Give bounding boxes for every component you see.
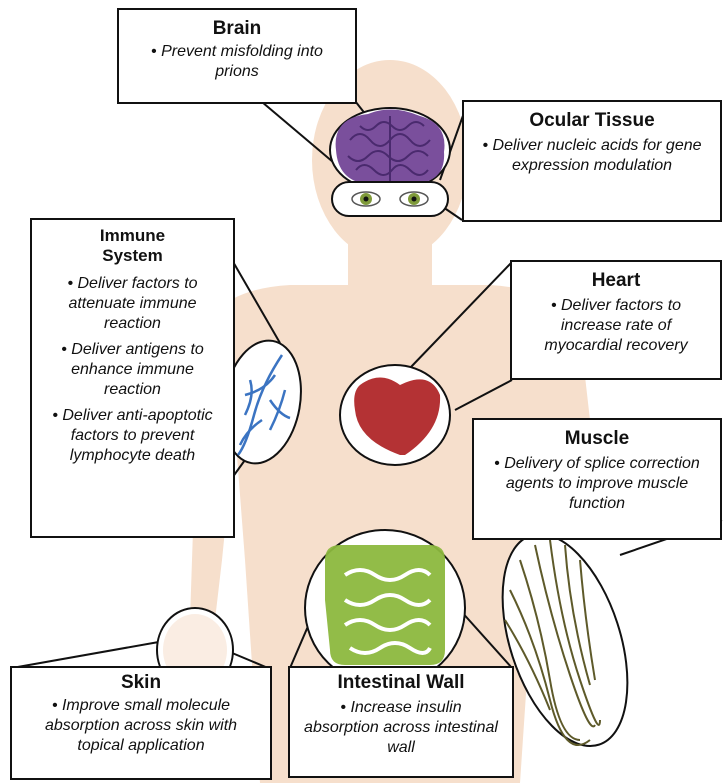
heart-inset <box>340 365 450 465</box>
eyes-inset <box>332 182 448 216</box>
muscle-item-1: • Delivery of splice correction agents t… <box>474 450 720 514</box>
immune-title: Immune System <box>32 226 233 266</box>
ocular-title: Ocular Tissue <box>464 110 720 132</box>
immune-callout: Immune System • Deliver factors to atten… <box>30 218 235 538</box>
intestinal-callout: Intestinal Wall • Increase insulin absor… <box>288 666 514 778</box>
heart-title: Heart <box>512 270 720 292</box>
immune-item-1: • Deliver factors to attenuate immune re… <box>32 266 233 334</box>
skin-title: Skin <box>12 672 270 694</box>
muscle-title: Muscle <box>474 428 720 450</box>
ocular-item-1: • Deliver nucleic acids for gene express… <box>464 132 720 176</box>
brain-item-1: • Prevent misfolding into prions <box>119 40 355 82</box>
heart-callout: Heart • Deliver factors to increase rate… <box>510 260 722 380</box>
intestinal-title: Intestinal Wall <box>290 672 512 694</box>
brain-inset <box>330 108 450 192</box>
muscle-callout: Muscle • Delivery of splice correction a… <box>472 418 722 540</box>
brain-title: Brain <box>119 18 355 40</box>
heart-item-1: • Deliver factors to increase rate of my… <box>512 292 720 356</box>
intestine-inset <box>305 530 465 686</box>
brain-callout: Brain • Prevent misfolding into prions <box>117 8 357 104</box>
skin-callout: Skin • Improve small molecule absorption… <box>10 666 272 780</box>
immune-item-3: • Deliver anti-apoptotic factors to prev… <box>32 406 233 466</box>
intestinal-item-1: • Increase insulin absorption across int… <box>290 694 512 758</box>
skin-item-1: • Improve small molecule absorption acro… <box>12 694 270 756</box>
immune-item-2: • Deliver antigens to enhance immune rea… <box>32 340 233 400</box>
ocular-callout: Ocular Tissue • Deliver nucleic acids fo… <box>462 100 722 222</box>
